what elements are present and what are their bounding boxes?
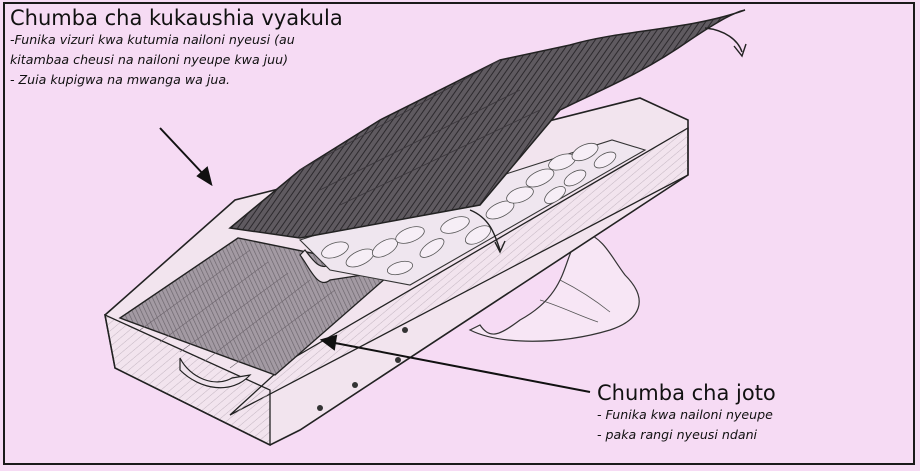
heating-chamber-title: Chumba cha joto	[597, 381, 776, 405]
drying-chamber-title: Chumba cha kukaushia vyakula	[10, 6, 343, 30]
drying-chamber-note-3: - Zuia kupigwa na mwanga wa jua.	[10, 70, 343, 90]
heating-chamber-note-2: - paka rangi nyeusi ndani	[597, 425, 776, 445]
heating-chamber-label: Chumba cha joto - Funika kwa nailoni nye…	[597, 381, 776, 445]
heating-chamber-note-1: - Funika kwa nailoni nyeupe	[597, 405, 776, 425]
pointer-arrow-drying	[160, 128, 211, 184]
drying-chamber-note-1: -Funika vizuri kwa kutumia nailoni nyeus…	[10, 30, 343, 50]
drying-chamber-label: Chumba cha kukaushia vyakula -Funika viz…	[10, 6, 343, 90]
drying-chamber-note-2: kitambaa cheusi na nailoni nyeupe kwa ju…	[10, 50, 343, 70]
